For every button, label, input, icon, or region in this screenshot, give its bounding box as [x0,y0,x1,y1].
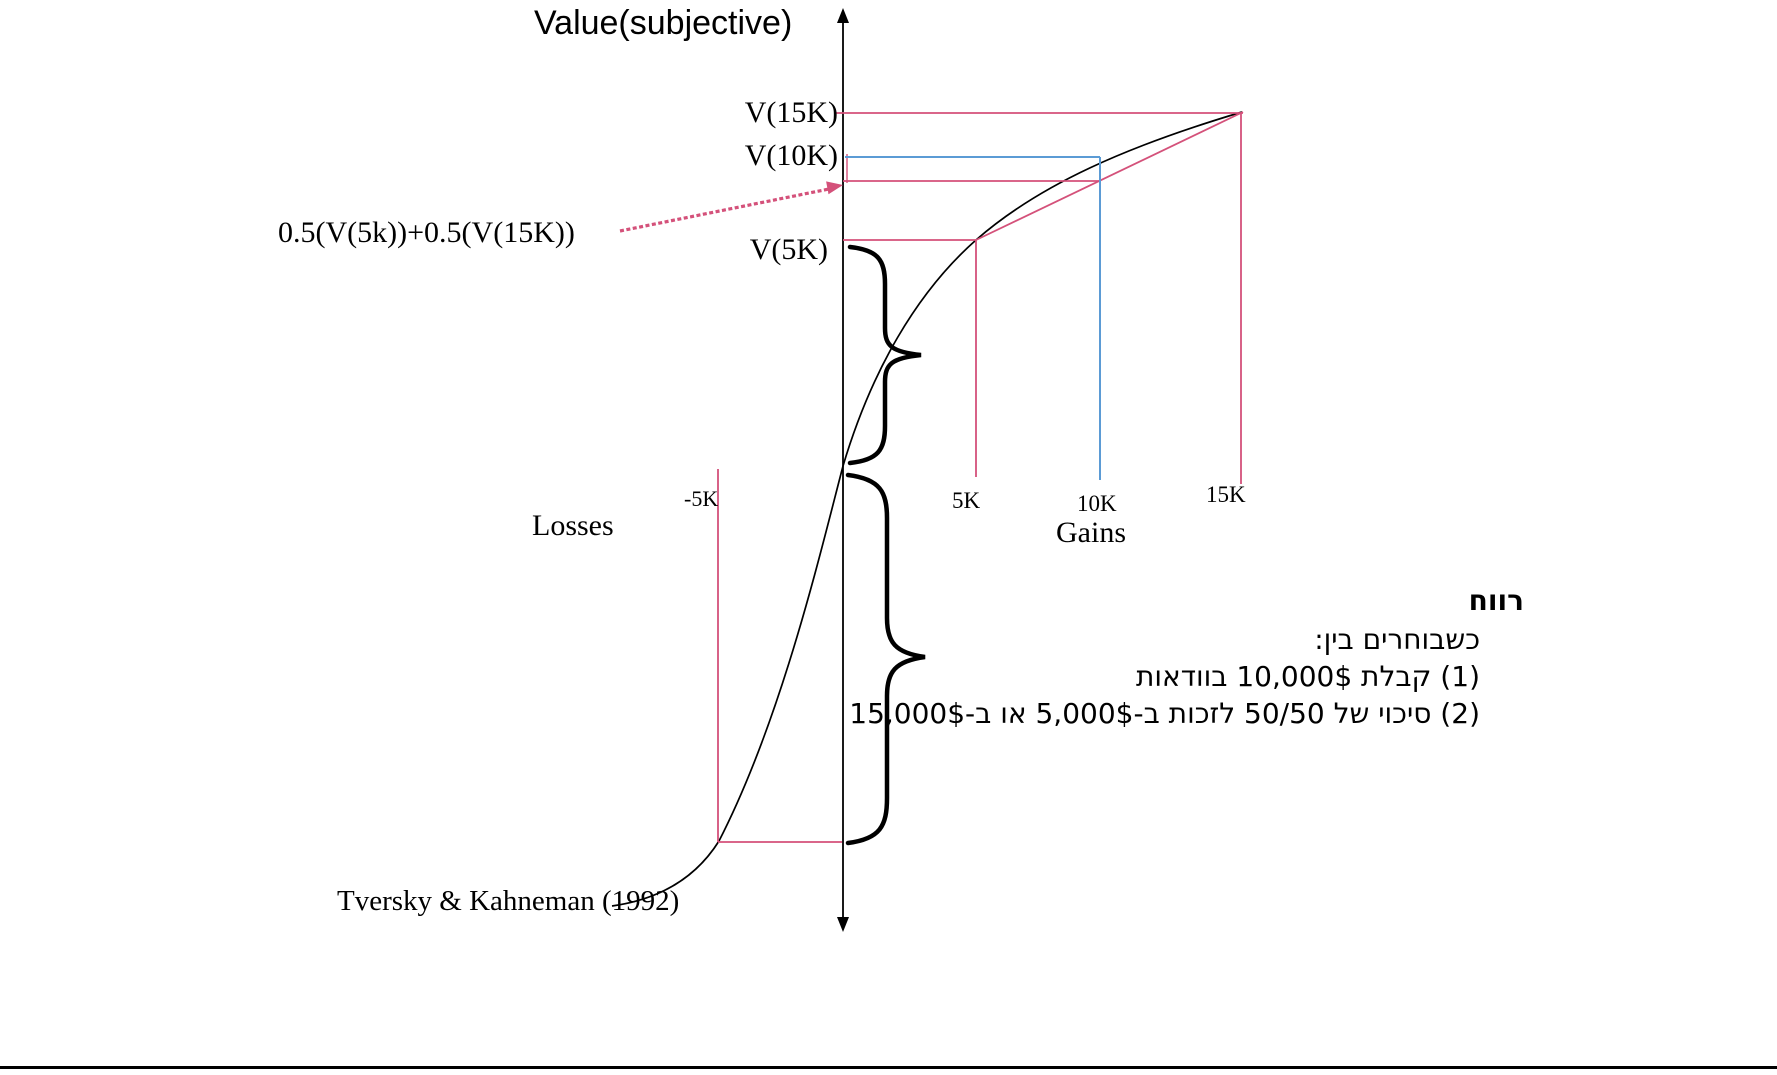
tick-15k: 15K [1206,482,1246,507]
y-axis [837,8,849,932]
ev-annotation-arrow-icon [619,181,843,233]
label-v15k: V(15K) [744,96,838,129]
citation: Tversky & Kahneman (1992) [337,885,680,917]
label-v10k: V(10K) [744,139,838,172]
pink-reference-lines [717,111,1244,843]
hebrew-note-line-3: (2) סיכוי של 50/50 לזכות ב-5,000$ או ב-1… [849,697,1480,730]
tick-5k: 5K [952,488,981,513]
hebrew-note-line-1: כשבוחרים בין: [1314,623,1480,656]
label-ev-formula: 0.5(V(5k))+0.5(V(15K)) [278,216,575,249]
curly-braces [845,244,926,846]
label-gains: Gains [1056,516,1126,549]
tick-10k: 10K [1077,491,1117,516]
value-curve [611,111,1243,907]
hebrew-note-title: רווח [1468,584,1524,617]
blue-reference-lines [845,156,1101,480]
losses-brace [845,472,926,846]
gamble-chord-line [975,111,1244,241]
gains-brace [847,244,922,466]
label-losses: Losses [532,509,614,542]
y-axis-title: Value(subjective) [534,4,793,42]
y-axis-top-arrow-icon [837,8,849,23]
tick-neg5k: -5K [684,486,719,511]
hebrew-note-line-2: (1) קבלת 10,000$ בוודאות [1135,660,1480,693]
label-v5k: V(5K) [749,233,828,266]
y-axis-bottom-arrow-icon [837,917,849,932]
slide-bottom-edge [0,1066,1777,1069]
